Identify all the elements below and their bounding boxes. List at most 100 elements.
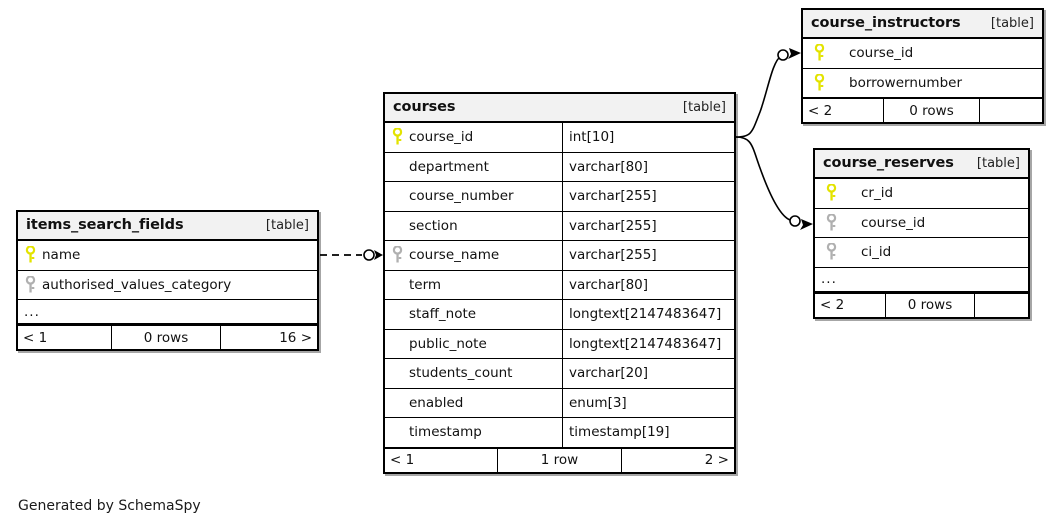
table-footer-course_reserves: < 2 0 rows	[815, 291, 1028, 317]
column-name-cell: course_id	[803, 39, 1042, 68]
table-row[interactable]: term varchar[80]	[385, 270, 734, 300]
column-type-label: varchar[255]	[562, 182, 734, 211]
column-name-label: staff_note	[409, 306, 477, 323]
table-items_search_fields[interactable]: items_search_fields [table] name	[16, 210, 319, 351]
table-title: course_reserves	[823, 155, 954, 171]
column-name-cell: authorised_values_category	[18, 271, 317, 300]
table-footer-courses: < 1 1 row 2 >	[385, 446, 734, 472]
more-columns-indicator: ...	[815, 268, 1028, 293]
column-name-cell: cr_id	[815, 179, 1028, 208]
table-title: items_search_fields	[26, 217, 184, 233]
column-name-label: authorised_values_category	[42, 276, 232, 293]
footer-row-count: 0 rows	[885, 293, 975, 317]
column-name-cell: course_id	[815, 209, 1028, 238]
column-name-label: enabled	[409, 394, 464, 411]
column-name-label: cr_id	[861, 185, 894, 202]
column-name-label: department	[409, 158, 489, 175]
table-row[interactable]: staff_note longtext[2147483647]	[385, 300, 734, 330]
column-name-cell: department	[385, 153, 562, 182]
relationship-items_search_fields-courses	[320, 249, 383, 261]
column-name-label: ci_id	[861, 244, 892, 261]
footer-row-count: 0 rows	[883, 99, 980, 122]
table-row[interactable]: department varchar[80]	[385, 152, 734, 182]
primary-key-icon	[813, 44, 826, 62]
table-header-items_search_fields: items_search_fields [table]	[18, 212, 317, 241]
footer-children-count[interactable]	[980, 99, 1042, 122]
table-courses[interactable]: courses [table] course_id int[10] depart…	[383, 92, 736, 474]
table-course_reserves[interactable]: course_reserves [table] cr_id	[813, 148, 1030, 319]
column-name-cell: staff_note	[385, 300, 562, 329]
column-name-cell: section	[385, 212, 562, 241]
table-footer-course_instructors: < 2 0 rows	[803, 97, 1042, 122]
table-row[interactable]: cr_id	[815, 179, 1028, 209]
column-name-cell: name	[18, 241, 317, 270]
footer-children-count[interactable]	[975, 294, 1028, 317]
footer-parents-count[interactable]: < 1	[23, 329, 48, 346]
table-row[interactable]: name	[18, 241, 317, 271]
primary-key-icon	[813, 73, 826, 92]
column-type-label: enum[3]	[562, 388, 734, 417]
primary-key-icon	[391, 128, 404, 146]
column-type-label: varchar[255]	[562, 211, 734, 240]
column-name-cell: enabled	[385, 389, 562, 418]
footer-row-count: 0 rows	[111, 326, 221, 349]
generated-by-note: Generated by SchemaSpy	[18, 498, 201, 514]
table-title: courses	[393, 99, 456, 115]
column-type-label: longtext[2147483647]	[562, 300, 734, 329]
footer-row-count: 1 row	[497, 448, 622, 472]
relationship-courses-course_reserves	[735, 136, 813, 230]
foreign-key-icon	[825, 213, 838, 232]
table-row[interactable]: course_id	[803, 39, 1042, 69]
column-name-label: course_id	[861, 214, 926, 231]
column-name-label: public_note	[409, 335, 487, 352]
foreign-key-icon	[825, 243, 838, 261]
table-row[interactable]: course_name varchar[255]	[385, 241, 734, 271]
footer-children-count[interactable]: 16 >	[279, 329, 312, 346]
footer-children-count[interactable]: 2 >	[704, 452, 729, 468]
footer-parents-count[interactable]: < 1	[390, 452, 415, 468]
column-name-cell: course_id	[385, 123, 562, 152]
relationship-courses-course_instructors	[735, 48, 801, 138]
table-row[interactable]: public_note longtext[2147483647]	[385, 329, 734, 359]
table-kind-label: [table]	[990, 15, 1034, 31]
foreign-key-icon	[391, 246, 404, 264]
table-header-course_reserves: course_reserves [table]	[815, 150, 1028, 179]
table-title: course_instructors	[811, 15, 961, 31]
table-header-course_instructors: course_instructors [table]	[803, 10, 1042, 39]
column-name-label: course_name	[409, 247, 500, 264]
column-name-cell: course_name	[385, 241, 562, 270]
table-header-courses: courses [table]	[385, 94, 734, 123]
table-row[interactable]: authorised_values_category	[18, 271, 317, 300]
table-footer-items_search_fields: < 1 0 rows 16 >	[18, 324, 317, 349]
column-name-cell: students_count	[385, 359, 562, 388]
column-type-label: longtext[2147483647]	[562, 329, 734, 358]
footer-parents-count[interactable]: < 2	[808, 102, 833, 119]
column-name-cell: course_number	[385, 182, 562, 211]
table-row[interactable]: section varchar[255]	[385, 211, 734, 241]
table-row[interactable]: students_count varchar[20]	[385, 359, 734, 389]
table-course_instructors[interactable]: course_instructors [table] course_id	[801, 8, 1044, 124]
column-name-label: term	[409, 276, 442, 293]
table-row[interactable]: borrowernumber	[803, 69, 1042, 98]
primary-key-icon	[24, 246, 37, 264]
column-name-cell: timestamp	[385, 418, 562, 447]
column-name-label: course_id	[849, 45, 914, 62]
foreign-key-icon	[24, 275, 37, 294]
table-row[interactable]: course_id	[815, 209, 1028, 238]
table-row[interactable]: course_id int[10]	[385, 123, 734, 153]
column-type-label: varchar[20]	[562, 359, 734, 388]
more-columns-indicator: ...	[18, 300, 317, 325]
footer-parents-count[interactable]: < 2	[820, 297, 845, 313]
table-row[interactable]: ci_id	[815, 238, 1028, 268]
table-kind-label: [table]	[682, 99, 726, 115]
column-name-label: students_count	[409, 365, 513, 382]
column-type-label: varchar[80]	[562, 152, 734, 181]
primary-key-icon	[825, 184, 838, 202]
column-type-label: int[10]	[562, 123, 734, 152]
table-row[interactable]: enabled enum[3]	[385, 388, 734, 418]
column-name-label: borrowernumber	[849, 74, 963, 91]
table-row[interactable]: course_number varchar[255]	[385, 182, 734, 212]
table-row[interactable]: timestamp timestamp[19]	[385, 418, 734, 448]
column-type-label: varchar[80]	[562, 270, 734, 299]
